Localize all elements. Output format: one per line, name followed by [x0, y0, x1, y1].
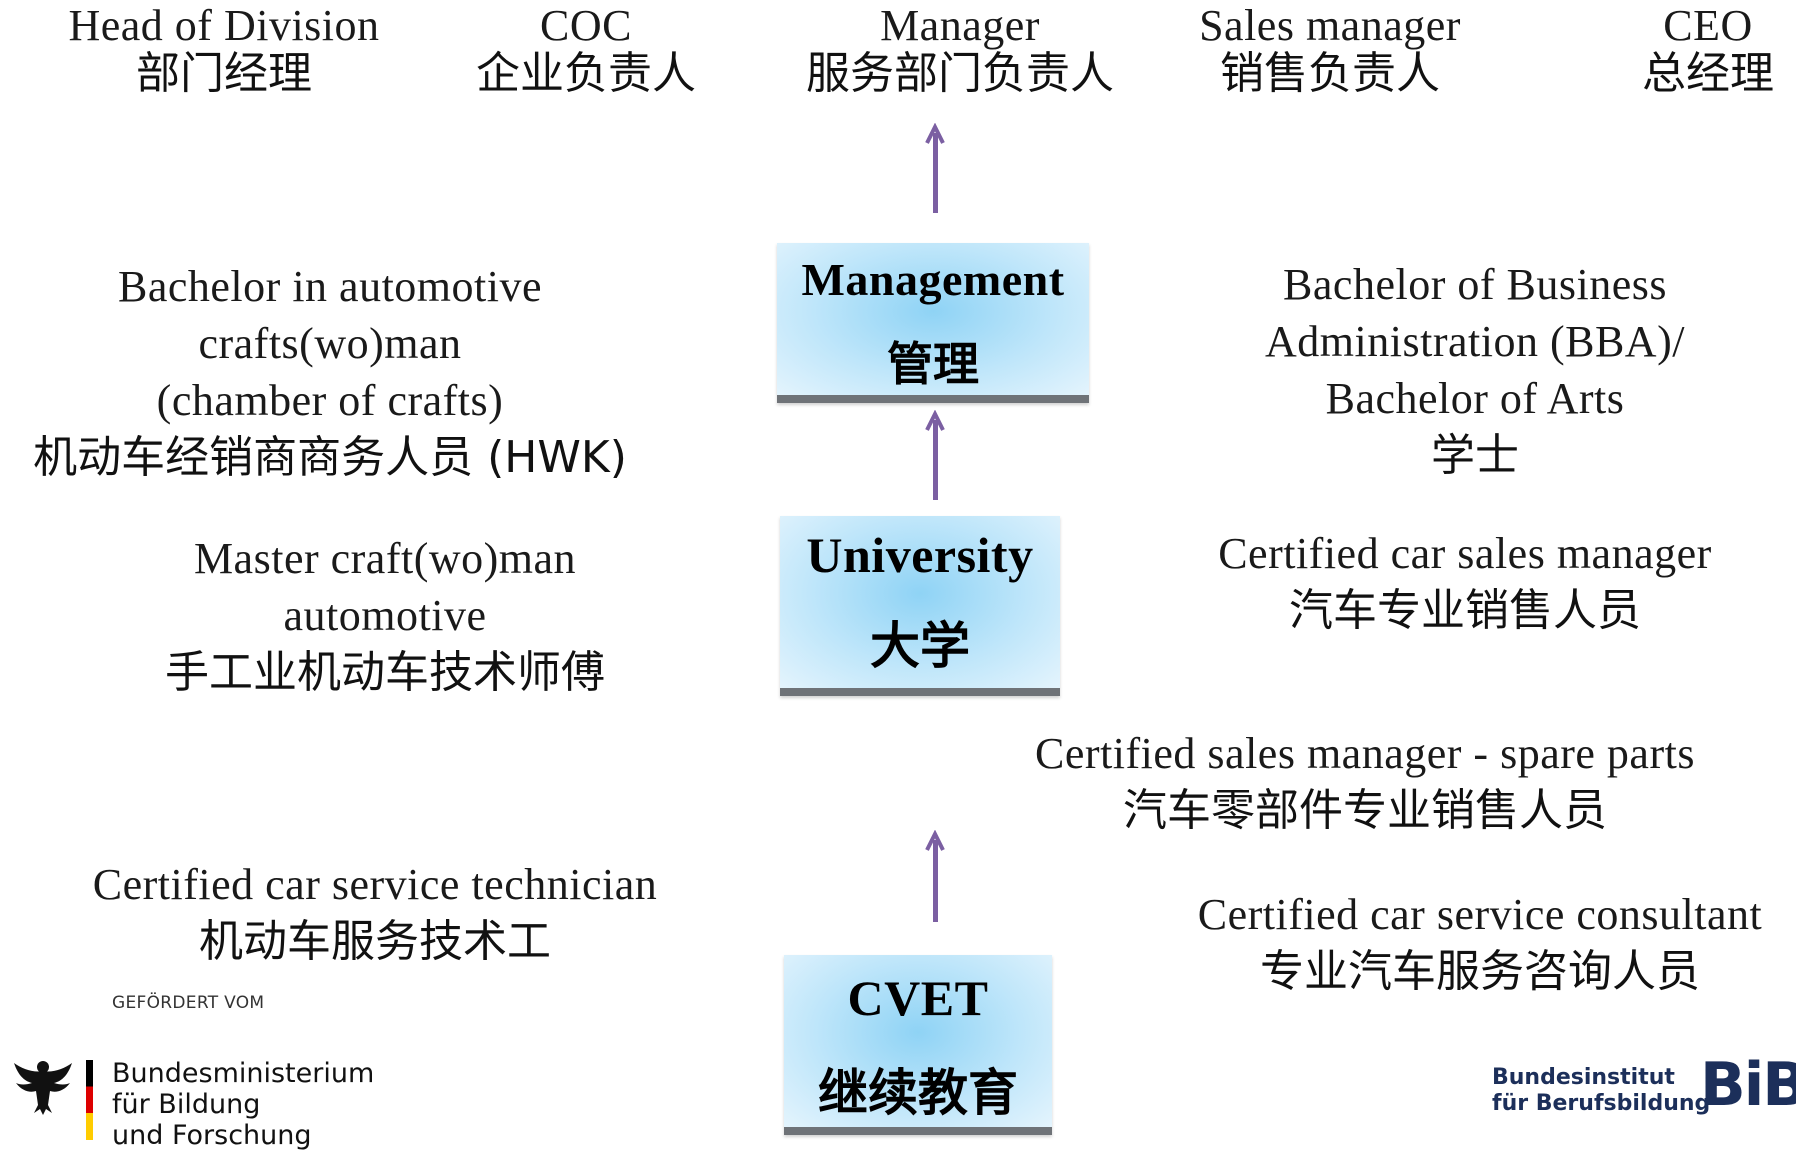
level-university-en: University — [806, 527, 1034, 583]
bibb-logo-text: Bundesinstitut für Berufsbildung — [1492, 1065, 1710, 1117]
bmbf-logo-text: Bundesministerium für Bildung und Forsch… — [112, 1058, 374, 1151]
german-flag-bar — [86, 1060, 93, 1140]
text-line: Bundesministerium — [112, 1058, 375, 1089]
role-zh: 企业负责人 — [476, 48, 696, 100]
qual-car-sales-manager: Certified car sales manager 汽车专业销售人员 — [1190, 525, 1740, 639]
level-cvet-zh: 继续教育 — [818, 1064, 1018, 1122]
level-management-zh: 管理 — [887, 337, 979, 391]
role-zh: 部门经理 — [136, 48, 312, 100]
arrow-up-icon — [925, 123, 945, 213]
text-line: 专业汽车服务咨询人员 — [1260, 946, 1700, 997]
text-line: 机动车服务技术工 — [199, 916, 551, 967]
role-sales-manager: Sales manager 销售负责人 — [1170, 1, 1490, 100]
qual-master-craftsman: Master craft(wo)man automotive 手工业机动车技术师… — [80, 530, 690, 701]
text-line: 机动车经销商商务人员 (HWK) — [33, 432, 627, 483]
text-line: Certified car sales manager — [1218, 529, 1712, 578]
role-en: Manager — [880, 1, 1040, 50]
role-en: CEO — [1663, 1, 1753, 50]
role-zh: 服务部门负责人 — [806, 48, 1114, 100]
level-management-box: Management 管理 — [777, 243, 1089, 403]
level-university-zh: 大学 — [870, 617, 970, 675]
text-line: Bachelor in automotive — [118, 262, 542, 311]
text-line: crafts(wo)man — [198, 319, 462, 368]
bibb-logo-mark: BiBB — [1700, 1050, 1796, 1120]
funding-label: GEFÖRDERT VOM — [112, 993, 265, 1013]
role-en: Head of Division — [68, 1, 380, 50]
qual-bba: Bachelor of Business Administration (BBA… — [1215, 256, 1735, 484]
level-cvet-box: CVET 继续教育 — [784, 955, 1052, 1135]
text-line: Certified car service technician — [92, 860, 658, 909]
arrow-up-icon — [925, 830, 945, 922]
text-line: und Forschung — [112, 1120, 312, 1151]
text-line: Certified car service consultant — [1197, 890, 1763, 939]
text-line: 汽车专业销售人员 — [1289, 585, 1641, 636]
level-cvet-en: CVET — [847, 970, 989, 1026]
text-line: Certified sales manager - spare parts — [1035, 729, 1695, 778]
role-en: COC — [540, 1, 632, 50]
text-line: für Bildung — [112, 1089, 261, 1120]
text-line: Bachelor of Arts — [1325, 374, 1625, 423]
role-manager: Manager 服务部门负责人 — [790, 1, 1130, 100]
role-en: Sales manager — [1199, 1, 1461, 50]
text-line: 学士 — [1431, 430, 1519, 481]
text-line: automotive — [283, 591, 487, 640]
text-line: Bundesinstitut — [1492, 1065, 1675, 1090]
qual-bachelor-automotive: Bachelor in automotive crafts(wo)man (ch… — [10, 258, 650, 486]
arrow-up-icon — [925, 410, 945, 500]
level-management-en: Management — [801, 254, 1065, 305]
text-line: 手工业机动车技术师傅 — [165, 647, 605, 698]
role-zh: 销售负责人 — [1220, 48, 1440, 100]
text-line: 汽车零部件专业销售人员 — [1123, 785, 1607, 836]
text-line: Administration (BBA)/ — [1265, 317, 1685, 366]
level-university-box: University 大学 — [780, 516, 1060, 696]
eagle-icon — [14, 1061, 72, 1115]
role-ceo: CEO 总经理 — [1620, 1, 1796, 100]
qual-spare-parts-manager: Certified sales manager - spare parts 汽车… — [1000, 725, 1730, 839]
qual-service-technician: Certified car service technician 机动车服务技术… — [60, 856, 690, 970]
qual-service-consultant: Certified car service consultant 专业汽车服务咨… — [1165, 886, 1795, 1000]
text-line: Bachelor of Business — [1283, 260, 1667, 309]
role-head-of-division: Head of Division 部门经理 — [38, 1, 410, 100]
text-line: (chamber of crafts) — [156, 376, 504, 425]
text-line: Master craft(wo)man — [193, 534, 577, 583]
role-zh: 总经理 — [1642, 48, 1774, 100]
text-line: für Berufsbildung — [1492, 1091, 1711, 1116]
role-coc: COC 企业负责人 — [455, 1, 717, 100]
